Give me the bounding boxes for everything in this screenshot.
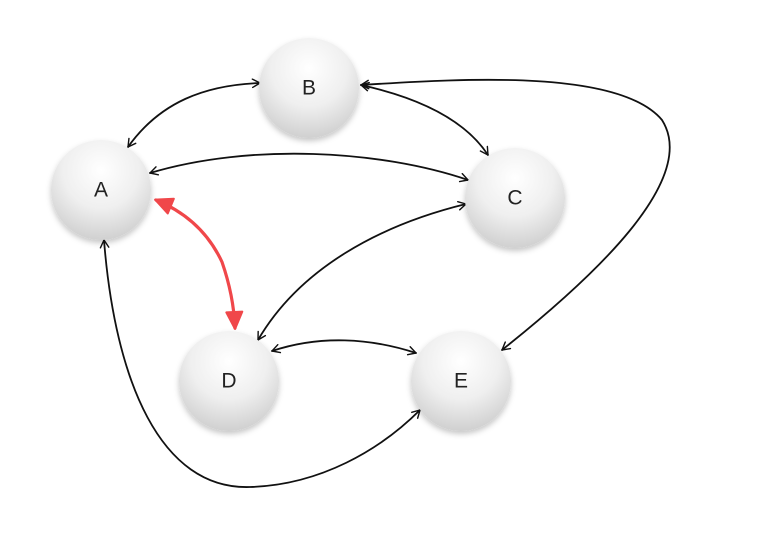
edge-a-c — [149, 152, 469, 183]
node-circle-a — [51, 140, 151, 240]
node-label-c: C — [507, 187, 522, 210]
node-circle-b — [259, 38, 359, 138]
node-label-d: D — [221, 370, 236, 393]
edge-c-d — [257, 201, 467, 341]
edges-layer — [99, 78, 671, 488]
node-label-b: B — [302, 77, 316, 100]
node-circle-c — [465, 148, 565, 248]
node-circle-e — [411, 331, 511, 431]
edge-d-e — [271, 339, 417, 356]
node-b: B — [259, 38, 359, 138]
nodes-layer: A B C D E — [51, 38, 565, 431]
node-e: E — [411, 331, 511, 431]
node-c: C — [465, 148, 565, 248]
node-circle-d — [179, 331, 279, 431]
edge-a-e — [99, 239, 421, 488]
edge-b-c — [360, 81, 489, 156]
edge-a-d-highlighted — [154, 197, 244, 330]
edge-b-e — [360, 78, 671, 351]
node-a: A — [51, 140, 151, 240]
edge-a-b — [127, 78, 261, 148]
node-label-a: A — [94, 179, 108, 202]
node-label-e: E — [454, 370, 468, 393]
node-d: D — [179, 331, 279, 431]
